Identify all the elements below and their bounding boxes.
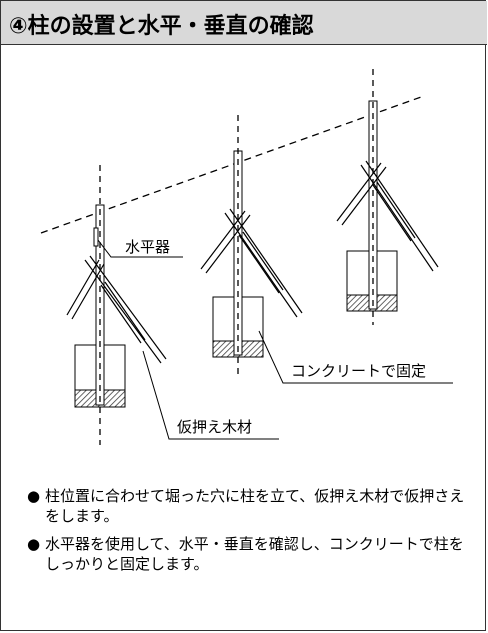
section-title: ④柱の設置と水平・垂直の確認 <box>9 14 314 39</box>
post-left <box>66 165 167 445</box>
label-spirit-level: 水平器 <box>125 238 170 256</box>
note-item: ● 水平器を使用して、水平・垂直を確認し、コンクリートで柱をしっかりと固定します… <box>27 534 477 574</box>
note-text: 柱位置に合わせて堀った穴に柱を立て、仮押え木材で仮押さえをします。 <box>45 487 465 525</box>
bullet-icon: ● <box>27 535 41 553</box>
post-middle <box>200 115 303 375</box>
installation-diagram: 水平器 コンクリートで固定 仮押え木材 <box>40 69 453 445</box>
instruction-notes: ● 柱位置に合わせて堀った穴に柱を立て、仮押え木材で仮押さえをします。 ● 水平… <box>27 486 477 582</box>
level-reference-line <box>40 96 422 234</box>
label-concrete: コンクリートで固定 <box>291 362 426 380</box>
label-temporary-brace: 仮押え木材 <box>177 418 252 436</box>
section-header: ④柱の設置と水平・垂直の確認 <box>1 1 487 45</box>
note-item: ● 柱位置に合わせて堀った穴に柱を立て、仮押え木材で仮押さえをします。 <box>27 486 477 526</box>
bullet-icon: ● <box>27 487 41 505</box>
note-text: 水平器を使用して、水平・垂直を確認し、コンクリートで柱をしっかりと固定します。 <box>45 535 464 573</box>
spirit-level-icon <box>93 227 99 247</box>
post-right <box>336 69 439 325</box>
